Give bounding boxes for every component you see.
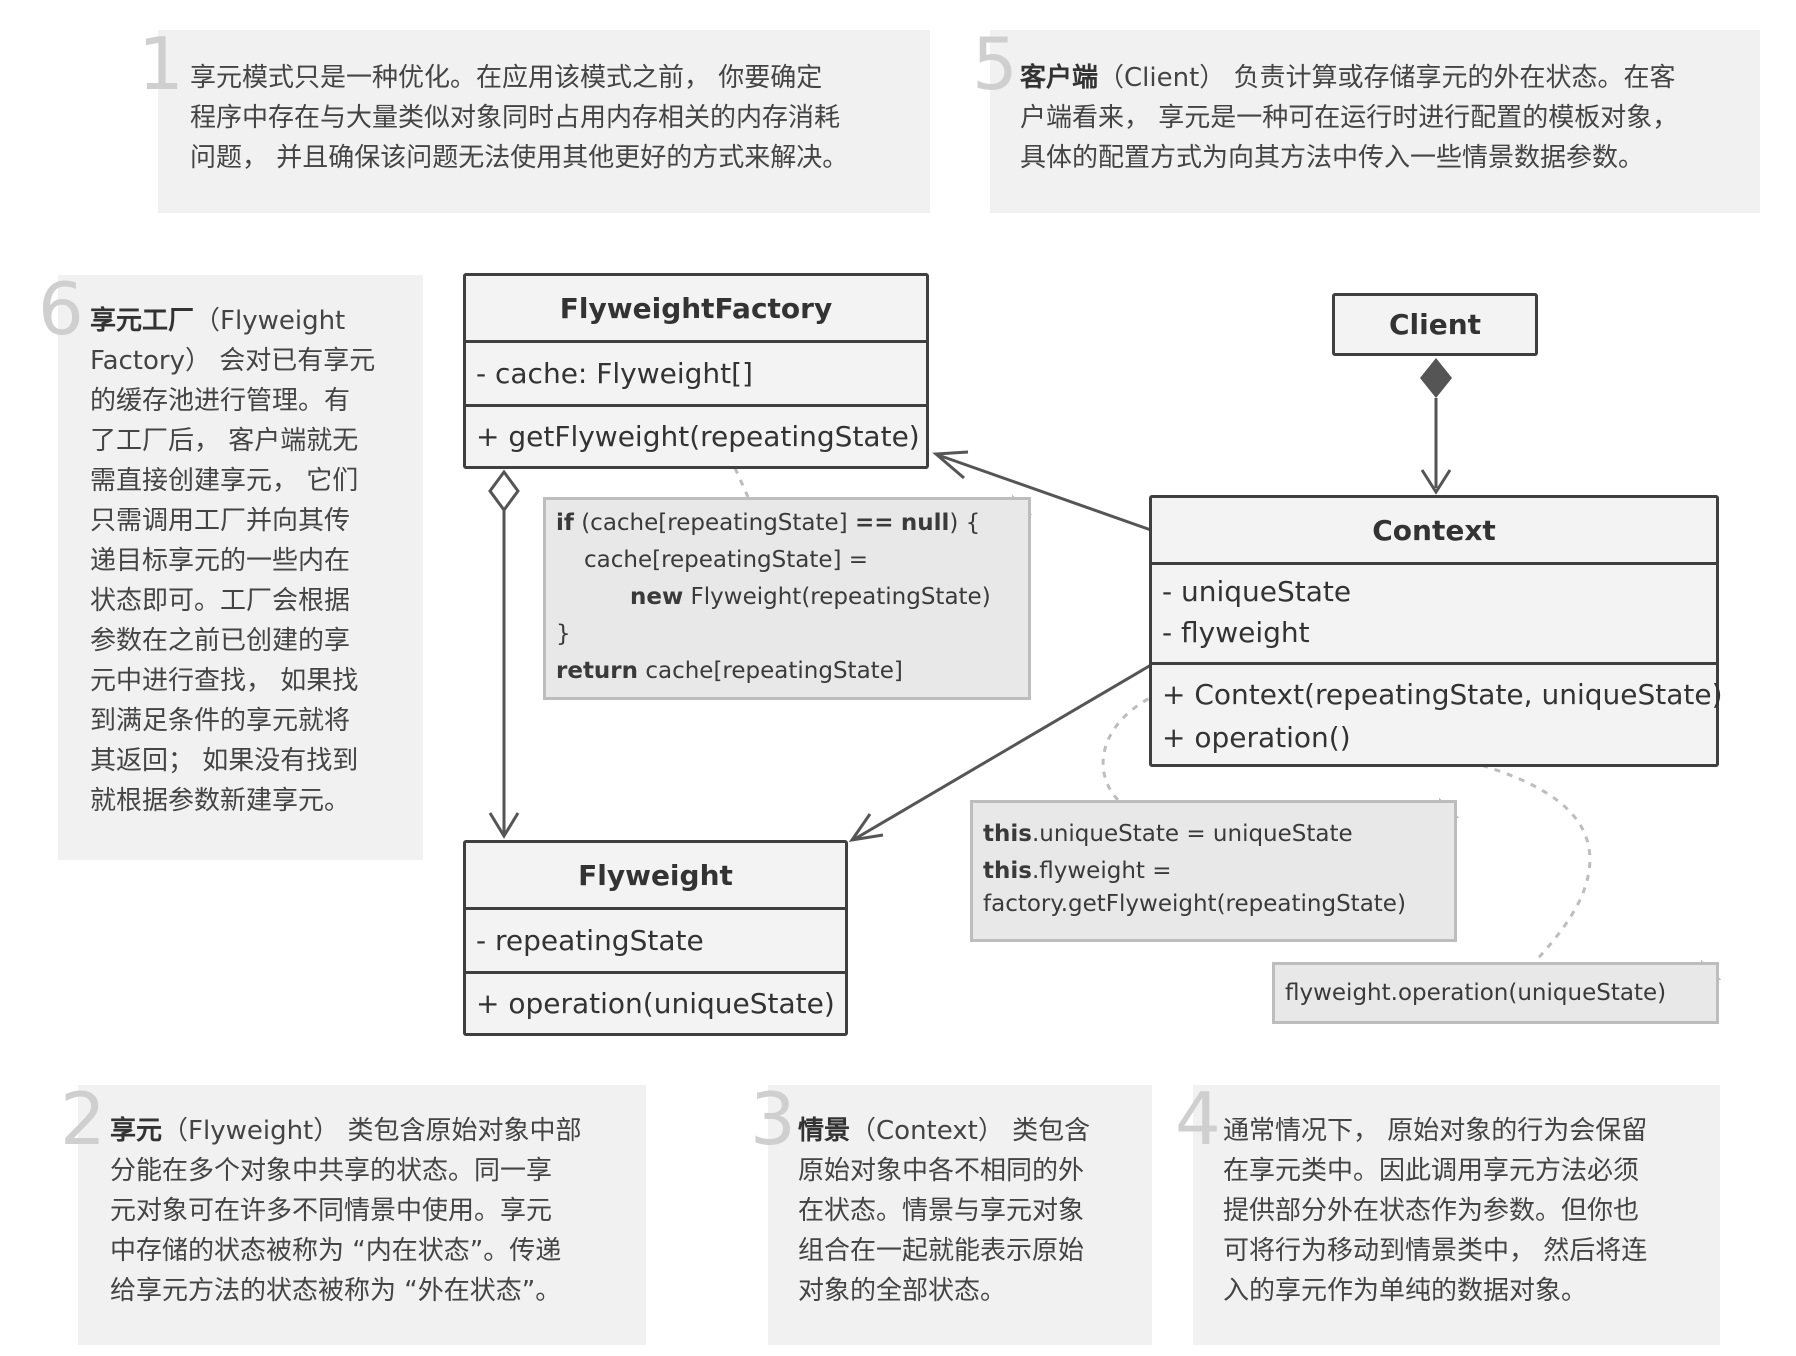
aggregation-diamond — [488, 469, 520, 513]
class-flyweight[interactable]: Flyweight - repeatingState + operation(u… — [463, 840, 848, 1036]
note-text: 情景（Context） 类包含 原始对象中各不相同的外 在状态。情景与享元对象 … — [798, 1116, 1091, 1306]
code-line: if (cache[repeatingState] == null) { — [556, 510, 981, 536]
note-5: 5 客户端（Client） 负责计算或存储享元的外在状态。在客 户端看来， 享元… — [972, 28, 1760, 213]
arrowhead — [488, 812, 520, 839]
note-text: 通常情况下， 原始对象的行为会保留 在享元类中。因此调用享元方法必须 提供部分外… — [1223, 1116, 1648, 1306]
note-2: 2 享元（Flyweight） 类包含原始对象中部 分能在多个对象中共享的状态。… — [60, 1083, 646, 1345]
code-line: flyweight.operation(uniqueState) — [1285, 980, 1667, 1006]
note-4: 4 通常情况下， 原始对象的行为会保留 在享元类中。因此调用享元方法必须 提供部… — [1175, 1083, 1720, 1345]
class-field: - uniqueState — [1162, 575, 1352, 608]
class-title: Context — [1372, 513, 1496, 547]
class-context[interactable]: Context - uniqueState - flyweight + Cont… — [1149, 495, 1723, 767]
arrowhead — [932, 450, 969, 480]
class-flyweight-factory[interactable]: FlyweightFactory - cache: Flyweight[] + … — [463, 273, 929, 469]
code-line: cache[repeatingState] = — [584, 547, 869, 573]
code-note-context: this.uniqueState = uniqueState this.flyw… — [970, 800, 1457, 942]
note-text: 客户端（Client） 负责计算或存储享元的外在状态。在客 户端看来， 享元是一… — [1020, 63, 1679, 173]
class-title: Client — [1388, 308, 1482, 341]
code-line: new Flyweight(repeatingState) — [630, 584, 991, 610]
class-method: + Context(repeatingState, uniqueState) — [1162, 678, 1723, 711]
note-1: 1 享元模式只是一种优化。在应用该模式之前， 你要确定 程序中存在与大量类似对象… — [138, 28, 930, 213]
arrowhead — [1420, 469, 1452, 495]
class-title: FlyweightFactory — [559, 291, 833, 325]
class-field: - repeatingState — [466, 907, 845, 971]
code-note-operation: flyweight.operation(uniqueState) — [1272, 962, 1719, 1024]
context-factory-link — [937, 453, 1152, 532]
class-client[interactable]: Client — [1332, 293, 1538, 356]
code-note-factory: if (cache[repeatingState] == null) { cac… — [543, 497, 1031, 700]
code-line: this.uniqueState = uniqueState — [983, 821, 1353, 847]
code-line: return cache[repeatingState] — [556, 658, 903, 684]
composition-diamond — [1420, 358, 1452, 398]
note-number: 5 — [972, 22, 1018, 106]
note-text: 享元模式只是一种优化。在应用该模式之前， 你要确定 程序中存在与大量类似对象同时… — [190, 63, 849, 173]
context-flyweight-link — [852, 663, 1152, 842]
class-fields: - uniqueState - flyweight — [1152, 562, 1716, 662]
code-line: } — [556, 621, 571, 647]
class-method: + operation(uniqueState) — [466, 971, 845, 1033]
class-methods: + Context(repeatingState, uniqueState) +… — [1152, 662, 1723, 764]
class-method: + operation() — [1162, 721, 1351, 754]
note-number: 3 — [750, 1077, 796, 1161]
code-line: this.flyweight = — [983, 858, 1172, 884]
arrowhead — [848, 813, 884, 843]
note-number: 1 — [138, 22, 184, 106]
class-method: + getFlyweight(repeatingState) — [466, 404, 926, 466]
note-text: 享元工厂（Flyweight Factory） 会对已有享元 的缓存池进行管理。… — [90, 306, 376, 816]
class-field: - cache: Flyweight[] — [466, 340, 926, 404]
code-line: factory.getFlyweight(repeatingState) — [983, 891, 1406, 917]
note-3: 3 情景（Context） 类包含 原始对象中各不相同的外 在状态。情景与享元对… — [750, 1083, 1152, 1345]
class-title: Flyweight — [578, 858, 733, 892]
note-text: 享元（Flyweight） 类包含原始对象中部 分能在多个对象中共享的状态。同一… — [110, 1116, 582, 1306]
note-number: 2 — [60, 1077, 106, 1161]
note-6: 6 享元工厂（Flyweight Factory） 会对已有享元 的缓存池进行管… — [38, 273, 423, 860]
factory-note-link — [733, 467, 750, 498]
note-number: 4 — [1175, 1077, 1221, 1161]
class-field: - flyweight — [1162, 616, 1310, 649]
context-note-link — [1101, 691, 1161, 802]
note-number: 6 — [38, 267, 84, 351]
